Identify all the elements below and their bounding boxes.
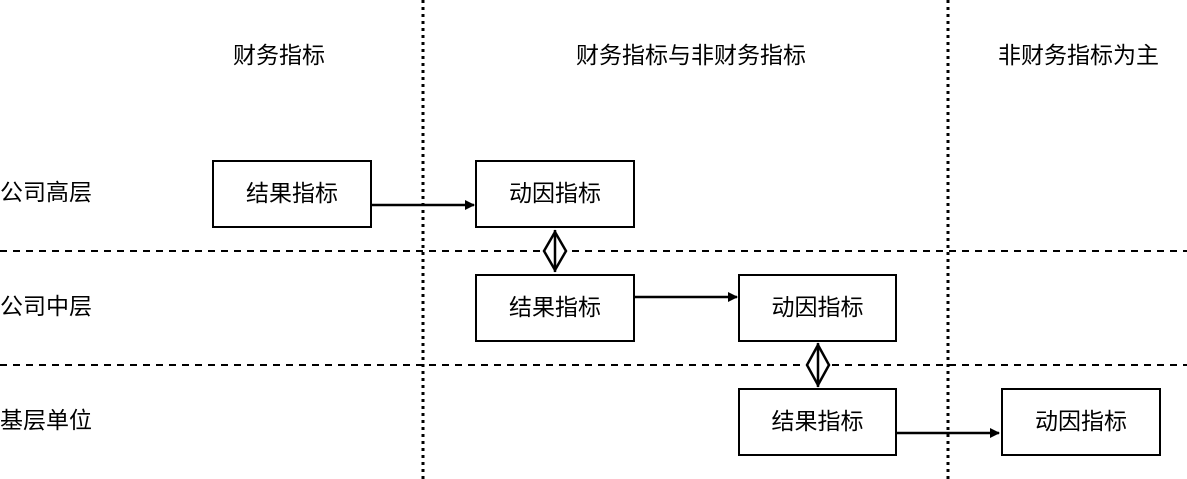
box-base-result: 结果指标 <box>738 388 897 456</box>
box-middle-result: 结果指标 <box>475 274 635 342</box>
box-middle-driver: 动因指标 <box>738 274 897 342</box>
box-top-result: 结果指标 <box>212 160 372 228</box>
box-base-driver-label: 动因指标 <box>1035 408 1127 435</box>
column-header-nonfinancial: 非财务指标为主 <box>998 43 1159 69</box>
box-base-driver: 动因指标 <box>1001 388 1161 456</box>
column-header-financial: 财务指标 <box>233 43 325 69</box>
box-top-driver-label: 动因指标 <box>509 180 601 207</box>
link-top-to-middle <box>542 229 568 273</box>
row-label-middle: 公司中层 <box>0 294 92 320</box>
column-header-mixed: 财务指标与非财务指标 <box>576 43 806 69</box>
box-base-result-label: 结果指标 <box>771 408 864 435</box>
box-top-driver: 动因指标 <box>475 160 635 228</box>
box-middle-driver-label: 动因指标 <box>771 294 864 321</box>
link-middle-to-base <box>805 342 831 388</box>
box-top-result-label: 结果指标 <box>246 180 338 207</box>
row-label-base: 基层单位 <box>0 408 92 434</box>
row-label-top: 公司高层 <box>0 180 92 206</box>
box-middle-result-label: 结果指标 <box>509 294 601 321</box>
